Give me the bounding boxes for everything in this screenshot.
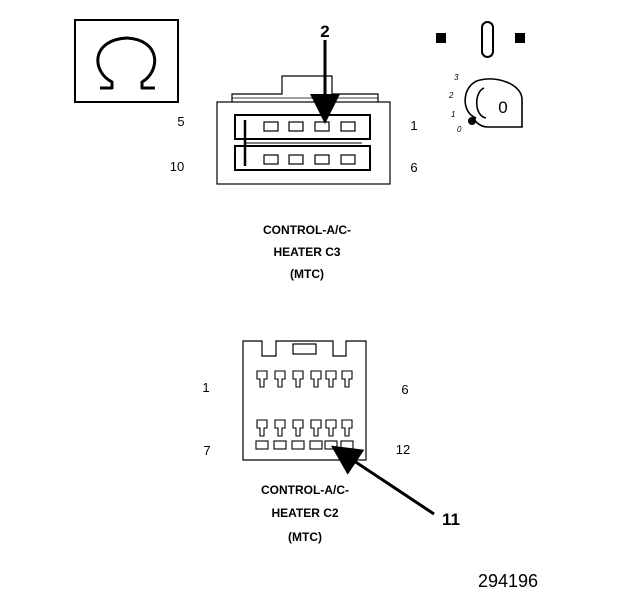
- meter-switch-icon: 3 2 1 0 0: [436, 21, 525, 134]
- figure-number: 294196: [478, 571, 538, 591]
- switch-pos-1: 1: [451, 110, 455, 119]
- ohmmeter-icon: Ω: [74, 19, 179, 103]
- c2-caption-line-1: CONTROL-A/C-: [261, 483, 349, 497]
- switch-pos-2: 2: [448, 91, 454, 100]
- c2-pin-label-top-left: 1: [202, 380, 209, 395]
- c3-pin-label-bottom-right: 6: [410, 160, 417, 175]
- c3-caption-line-2: HEATER C3: [273, 245, 340, 259]
- c2-caption-line-3: (MTC): [288, 530, 322, 544]
- c2-top-row-terminals: [256, 370, 353, 388]
- switch-reading: 0: [498, 98, 507, 117]
- c2-callout-arrow: [330, 445, 435, 516]
- c2-pin-label-bottom-left: 7: [203, 443, 210, 458]
- c3-pin-label-top-left: 5: [177, 114, 184, 129]
- c2-callout-number: 11: [442, 510, 460, 529]
- c3-bottom-row-cavities: [263, 154, 356, 165]
- switch-pos-0: 0: [457, 125, 462, 134]
- c2-bottom-row-terminals: [255, 419, 354, 450]
- connector-c3: 5 1 10 6 2: [170, 22, 418, 185]
- c3-caption-line-3: (MTC): [290, 267, 324, 281]
- switch-pos-3: 3: [454, 73, 459, 82]
- c3-top-row-cavities: [263, 121, 356, 132]
- c3-callout-number: 2: [320, 22, 329, 41]
- c2-pin-label-bottom-right: 12: [396, 442, 410, 457]
- c3-pin-label-top-right: 1: [410, 118, 417, 133]
- c2-caption-line-2: HEATER C2: [271, 506, 338, 520]
- connector-c2: 1 6 7 12 11: [202, 340, 460, 529]
- c3-pin-label-bottom-left: 10: [170, 159, 184, 174]
- c2-pin-label-top-right: 6: [401, 382, 408, 397]
- c3-caption-line-1: CONTROL-A/C-: [263, 223, 351, 237]
- ohm-symbol-text: Ω: [127, 69, 128, 71]
